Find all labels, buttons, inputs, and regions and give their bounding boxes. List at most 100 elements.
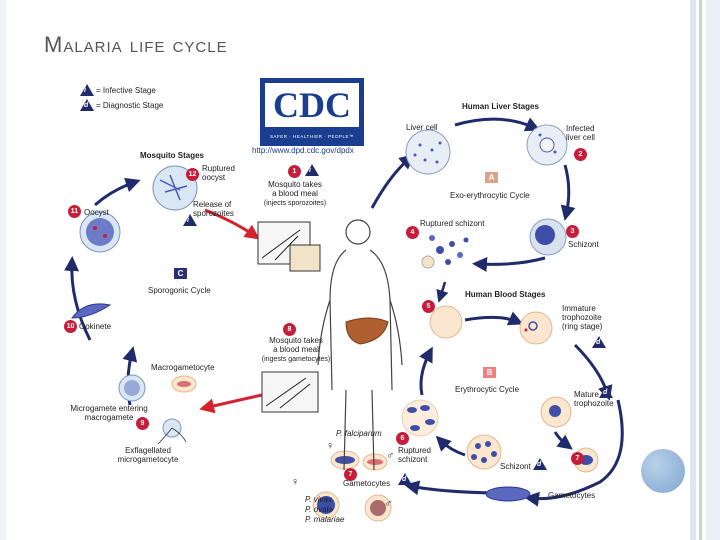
liver-cell <box>405 129 451 175</box>
immature-trophozoite-cell <box>519 311 553 345</box>
macrogametocyte <box>118 374 197 402</box>
oocyst <box>79 211 121 253</box>
label-gametocytes-left: Gametocytes <box>343 479 391 488</box>
label-ruptured-schizont-blood: Ruptured schizont <box>398 446 431 464</box>
right-decorative-band <box>690 0 720 540</box>
label-macrogametocyte: Macrogametocyte <box>151 363 215 372</box>
arrow-liver-bottom <box>472 256 546 272</box>
diagnostic-icon-schizont: d <box>533 458 547 470</box>
step-5: 5 <box>422 300 435 313</box>
cycle-c-marker: C <box>174 268 187 279</box>
cdc-logo-text: CDC <box>273 85 351 125</box>
step-10: 10 <box>64 320 77 333</box>
step-3: 3 <box>566 225 579 238</box>
arrow-mosquito-11 <box>94 177 141 207</box>
infective-triangle-icon: i <box>80 84 94 96</box>
step-7-left: 7 <box>344 468 357 481</box>
cycle-a-name: Exo-erythrocytic Cycle <box>450 191 530 200</box>
decorative-orb <box>641 449 685 493</box>
label-ookinete: Ookinete <box>79 322 112 331</box>
human-figure <box>317 219 403 471</box>
step-1-infective-icon: i <box>305 164 319 176</box>
label-p-vivax: P. vivax <box>305 495 332 504</box>
section-blood-stages: Human Blood Stages <box>465 290 546 299</box>
red-blood-cell-5 <box>429 305 463 339</box>
male-symbol-upper: ♂ <box>386 450 395 462</box>
step-6: 6 <box>396 432 409 445</box>
label-schizont-blood: Schizont <box>500 462 531 471</box>
vivax-gametocytes <box>312 491 392 522</box>
cycle-b-marker: B <box>483 367 496 378</box>
ruptured-liver-schizont <box>421 235 469 269</box>
section-liver-stages: Human Liver Stages <box>462 102 539 111</box>
cycle-b-name: Erythrocytic Cycle <box>455 385 520 394</box>
label-immature-trophozoite: Immature trophozoite (ring stage) <box>562 304 603 331</box>
label-exflagellated: Exflagellated microgametocyte <box>117 446 179 464</box>
section-mosquito-stages: Mosquito Stages <box>140 151 205 160</box>
male-symbol-lower: ♂ <box>384 498 393 510</box>
label-microgamete-entering: Microgamete entering macrogamete <box>70 404 148 422</box>
mosquito-bite-inset-top <box>257 221 321 272</box>
mature-trophozoite-cell <box>540 396 572 428</box>
arrow-liver-right <box>560 164 576 221</box>
label-p-ovale: P. ovale <box>305 505 333 514</box>
human-liver <box>345 317 389 345</box>
step-7-right: 7 <box>571 452 584 465</box>
diagnostic-icon-immature: d <box>592 336 606 348</box>
cycle-a-marker: A <box>485 172 498 183</box>
arrow-to-mosquito-8 <box>199 393 263 414</box>
label-oocyst: Oocyst <box>84 208 109 217</box>
falciparum-gametocytes <box>330 450 388 471</box>
step-4: 4 <box>406 226 419 239</box>
arrow-to-gametocytes <box>524 399 624 507</box>
step-11: 11 <box>68 205 81 218</box>
cdc-url: http://www.dpd.cdc.gov/dpdx <box>252 146 354 155</box>
arrow-blood-bottom <box>435 435 466 457</box>
step-2: 2 <box>574 148 587 161</box>
label-infected-liver-cell: Infected liver cell <box>566 124 595 142</box>
cdc-logo: CDC SAFER · HEALTHIER · PEOPLE™ <box>260 78 364 146</box>
label-release-sporozoites: Release of sporozoites <box>193 200 234 218</box>
label-gametocytes-right: Gametocytes <box>548 491 596 500</box>
label-mature-trophozoite: Mature trophozoite <box>574 390 614 408</box>
slide-title: Malaria life cycle <box>44 32 228 57</box>
female-symbol-upper: ♀ <box>326 440 335 452</box>
step-9: 9 <box>136 417 149 430</box>
arrow-mosquito-10 <box>64 256 92 341</box>
infected-liver-cell <box>526 124 568 166</box>
step-12: 12 <box>186 168 199 181</box>
label-mosquito-meal-1: Mosquito takes a blood meal <box>268 180 322 198</box>
gametocyte-banana <box>485 486 531 502</box>
label-p-falciparum: P. falciparum <box>336 429 382 438</box>
legend-diagnostic-text: = Diagnostic Stage <box>96 101 164 110</box>
label-injects: (injects sporozoites) <box>263 200 327 207</box>
mosquito-bite-inset-bottom <box>261 371 319 413</box>
label-mosquito-meal-8: Mosquito takes a blood meal <box>269 336 323 354</box>
female-symbol-lower: ♀ <box>291 476 300 488</box>
left-decorative-band <box>0 0 6 540</box>
arrow-liver-top <box>454 117 541 132</box>
arrow-gametocytes-left <box>404 480 496 496</box>
label-schizont-liver: Schizont <box>568 240 599 249</box>
label-ingests: (ingests gametocytes) <box>261 356 331 363</box>
arrow-blood-top <box>464 311 524 326</box>
cdc-tagline: SAFER · HEALTHIER · PEOPLE™ <box>270 134 354 139</box>
label-ruptured-schizont-liver: Ruptured schizont <box>420 219 485 228</box>
ruptured-blood-schizont <box>401 399 439 437</box>
diagnostic-icon-mature: d <box>599 386 613 398</box>
step-1: 1 <box>288 165 301 178</box>
arrow-blood-down <box>553 431 573 450</box>
arrow-to-liver <box>370 154 415 209</box>
arrow-blood-left <box>419 346 433 396</box>
diagnostic-icon-gametocytes: d <box>398 473 412 485</box>
arrow-liver-to-blood <box>436 281 449 303</box>
liver-schizont <box>529 218 567 256</box>
microgamete-macrogamete <box>157 418 187 445</box>
diagnostic-triangle-icon: d <box>80 99 94 111</box>
label-ruptured-oocyst: Ruptured oocyst <box>202 164 235 182</box>
blood-schizont-cell <box>466 434 502 470</box>
label-liver-cell: Liver cell <box>406 123 438 132</box>
arrow-mosquito-12 <box>204 208 260 240</box>
step-8: 8 <box>283 323 296 336</box>
